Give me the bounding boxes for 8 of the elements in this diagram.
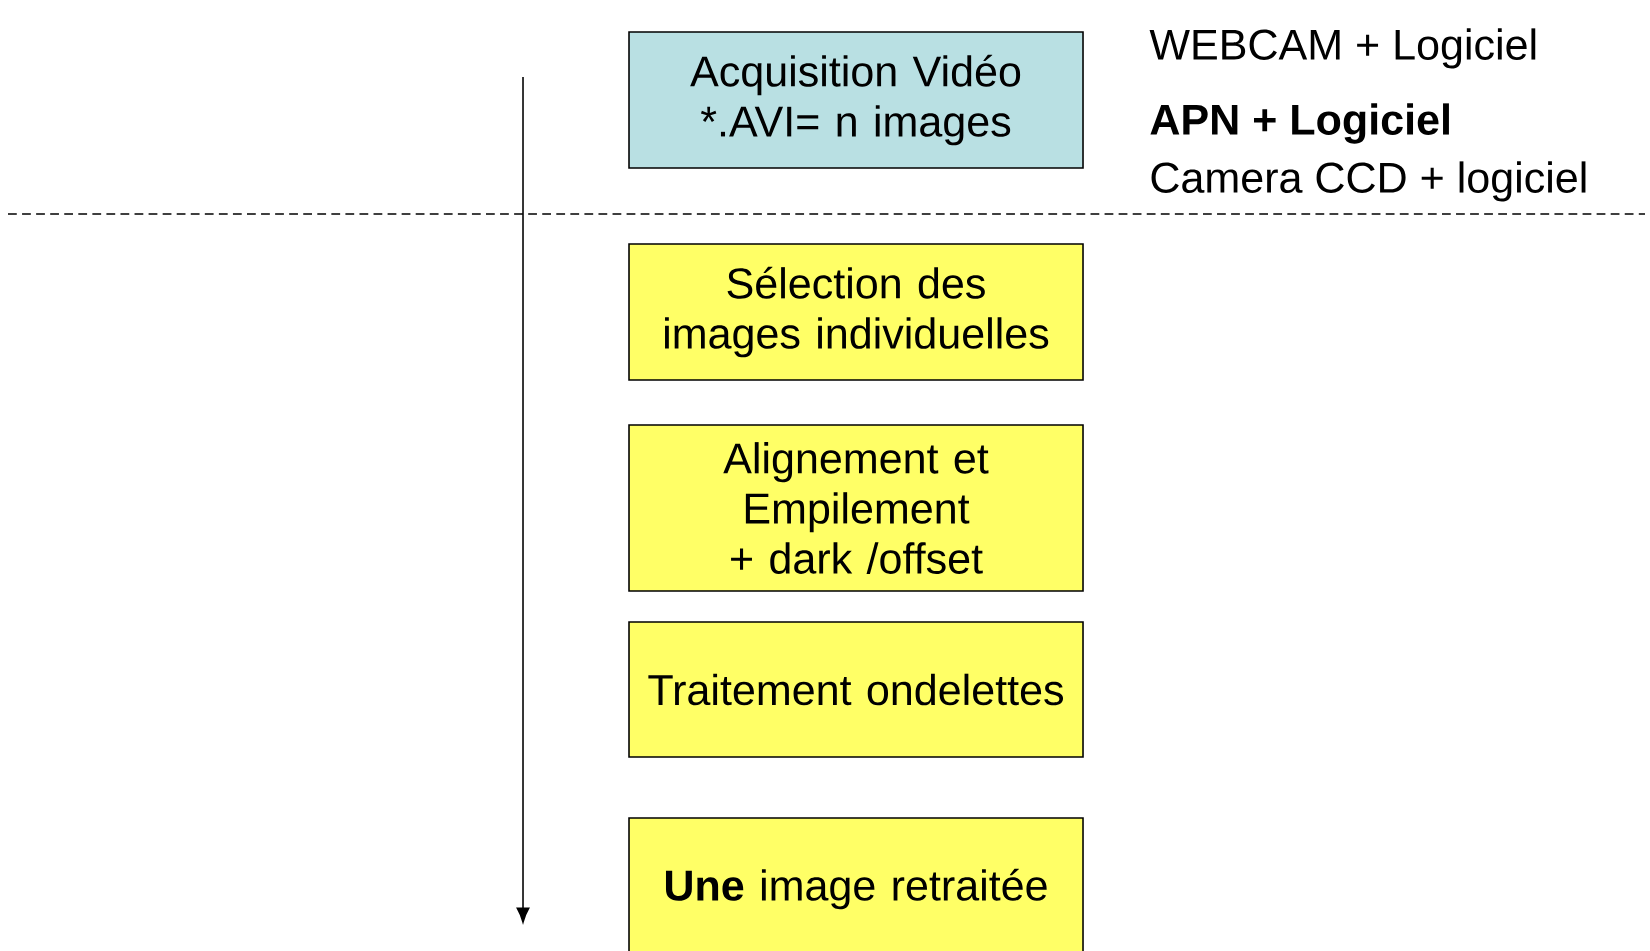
process-box: Traitement ondelettes xyxy=(628,621,1084,758)
note-text: Camera CCD + logiciel xyxy=(1151,161,1586,202)
process-box: Sélection des images individuelles xyxy=(628,243,1084,381)
process-box: Une image retraitée xyxy=(628,817,1084,951)
note-text: WEBCAM + Logiciel xyxy=(1149,28,1536,69)
note-text: APN + Logiciel xyxy=(1150,103,1449,144)
process-box: Acquisition Vidéo *.AVI= n images xyxy=(628,31,1084,169)
process-box: Alignement et Empilement + dark /offset xyxy=(628,424,1084,592)
